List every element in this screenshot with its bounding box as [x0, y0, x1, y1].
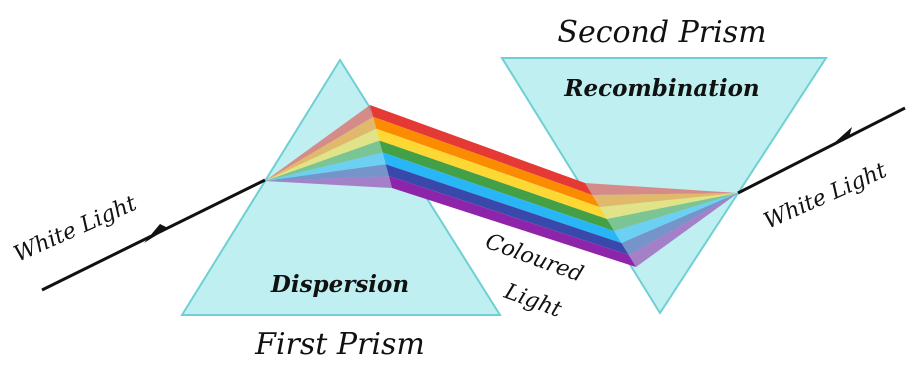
incoming-arrow-head [144, 224, 168, 243]
white-light-out-label: White Light [760, 158, 890, 234]
light-label: Light [500, 279, 565, 323]
recombination-label: Recombination [563, 75, 759, 102]
dispersion-label: Dispersion [270, 271, 409, 298]
first-prism-title: First Prism [254, 327, 425, 362]
white-light-in-label: White Light [10, 191, 140, 267]
second-prism-title: Second Prism [557, 15, 766, 50]
